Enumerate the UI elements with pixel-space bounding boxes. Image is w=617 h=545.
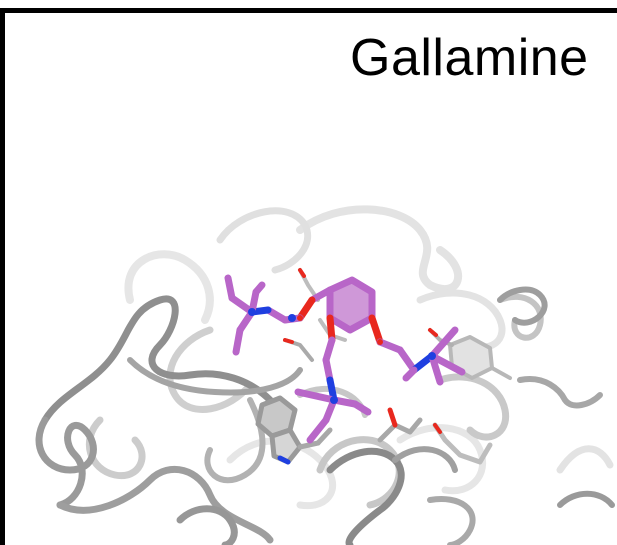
- figure-title: Gallamine: [350, 29, 589, 87]
- gallamine-ligand: [224, 274, 466, 444]
- residue-sidechains: [255, 268, 512, 465]
- frame-border-top: [0, 8, 617, 13]
- atom-highlights: [248, 308, 436, 404]
- frame-border-left: [0, 8, 5, 545]
- protein-ribbon-back: [124, 205, 614, 510]
